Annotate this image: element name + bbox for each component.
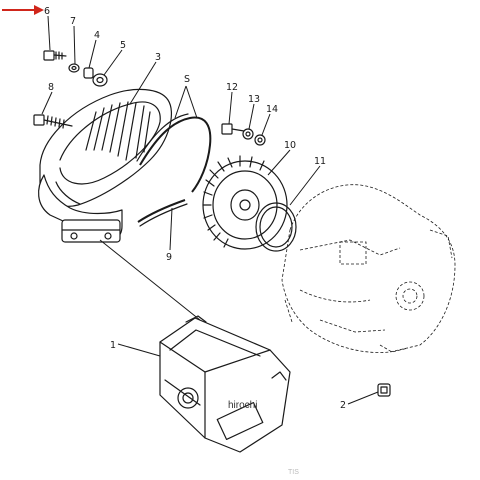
flywheel	[202, 155, 288, 250]
bolt-12	[221, 123, 245, 135]
fan-shroud	[38, 88, 172, 243]
label-12: 12	[226, 82, 238, 93]
label-1: 1	[110, 340, 116, 351]
washer-7	[68, 63, 80, 73]
air-duct	[159, 315, 291, 453]
label-14: 14	[266, 104, 278, 115]
label-9: 9	[166, 252, 172, 263]
engine-block	[281, 184, 456, 353]
collar-4	[83, 67, 94, 79]
highlight-arrow-icon	[2, 5, 44, 15]
grommet	[377, 383, 391, 397]
label-10: 10	[284, 140, 296, 151]
hose-upper	[136, 113, 212, 193]
washer-13	[242, 128, 254, 140]
label-11: 11	[314, 156, 326, 167]
grommet-5	[92, 73, 108, 87]
label-8: 8	[48, 82, 54, 93]
label-6: 6	[44, 6, 50, 17]
bolt-8	[33, 114, 73, 129]
label-2: 2	[340, 400, 346, 411]
label-5: 5	[120, 40, 126, 51]
hose-lower	[137, 199, 188, 227]
bolt-6	[43, 50, 67, 61]
part-labels: 6 7 4 5 3 8 S 12 13 14 10 11 9 1 2	[44, 6, 346, 411]
label-13: 13	[248, 94, 260, 105]
label-3: 3	[155, 52, 161, 63]
label-4: 4	[94, 30, 100, 41]
corner-mark: TIS	[288, 469, 299, 476]
label-7: 7	[70, 16, 76, 27]
washer-14	[254, 134, 266, 146]
watermark-text: hirochi	[228, 400, 257, 411]
o-ring	[255, 202, 297, 252]
label-s: S	[184, 74, 190, 85]
leader-lines	[41, 15, 379, 405]
